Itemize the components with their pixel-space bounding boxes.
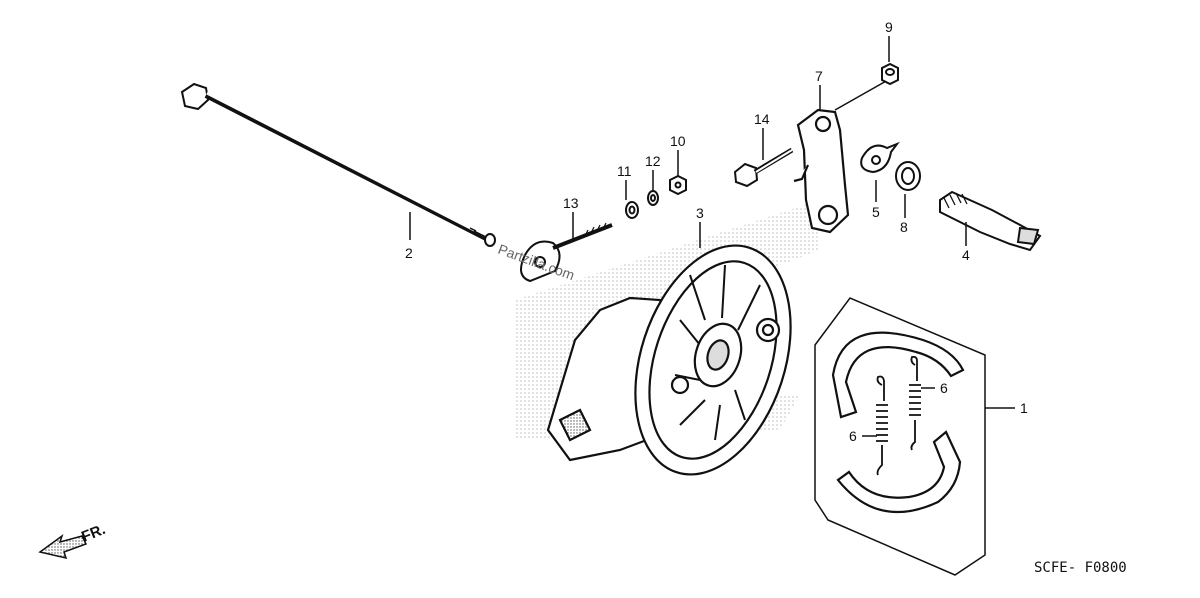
part-14-bolt[interactable] xyxy=(733,147,794,188)
callout-6-a: 6 xyxy=(849,428,857,444)
part-13-adjusting-bolt[interactable] xyxy=(520,222,613,283)
part-5-indicator-plate[interactable] xyxy=(860,141,900,174)
callout-8: 8 xyxy=(900,219,908,235)
leader-9-arm xyxy=(834,79,889,111)
part-3-brake-panel[interactable] xyxy=(546,226,818,495)
part-9-nut[interactable] xyxy=(881,62,899,86)
callout-5: 5 xyxy=(872,204,880,220)
diagram-code: SCFE- F0800 xyxy=(1034,560,1127,576)
callout-1: 1 xyxy=(1020,400,1028,416)
part-8-felt-seal[interactable] xyxy=(895,161,921,191)
callout-13: 13 xyxy=(563,195,579,211)
front-direction-arrow: FR. xyxy=(38,521,108,560)
part-2-axle[interactable] xyxy=(180,82,496,247)
part-6-spring-a[interactable] xyxy=(876,375,888,476)
part-6-spring-b[interactable] xyxy=(909,355,921,451)
callout-12: 12 xyxy=(645,153,661,169)
callout-14: 14 xyxy=(754,111,770,127)
callout-3: 3 xyxy=(696,205,704,221)
callout-11: 11 xyxy=(617,163,632,179)
callout-10: 10 xyxy=(670,133,686,149)
part-10-nut[interactable] xyxy=(669,174,687,196)
direction-label: FR. xyxy=(79,521,108,546)
callout-7: 7 xyxy=(815,68,823,84)
part-4-brake-cam[interactable] xyxy=(939,190,1042,252)
callout-4: 4 xyxy=(962,247,970,263)
part-7-brake-arm[interactable] xyxy=(793,108,850,234)
part-12-washer[interactable] xyxy=(647,190,659,206)
part-1-brake-shoe-set[interactable] xyxy=(814,297,986,576)
callout-9: 9 xyxy=(885,19,893,35)
callout-6-b: 6 xyxy=(940,380,948,396)
part-11-washer[interactable] xyxy=(625,201,639,219)
callout-2: 2 xyxy=(405,245,413,261)
